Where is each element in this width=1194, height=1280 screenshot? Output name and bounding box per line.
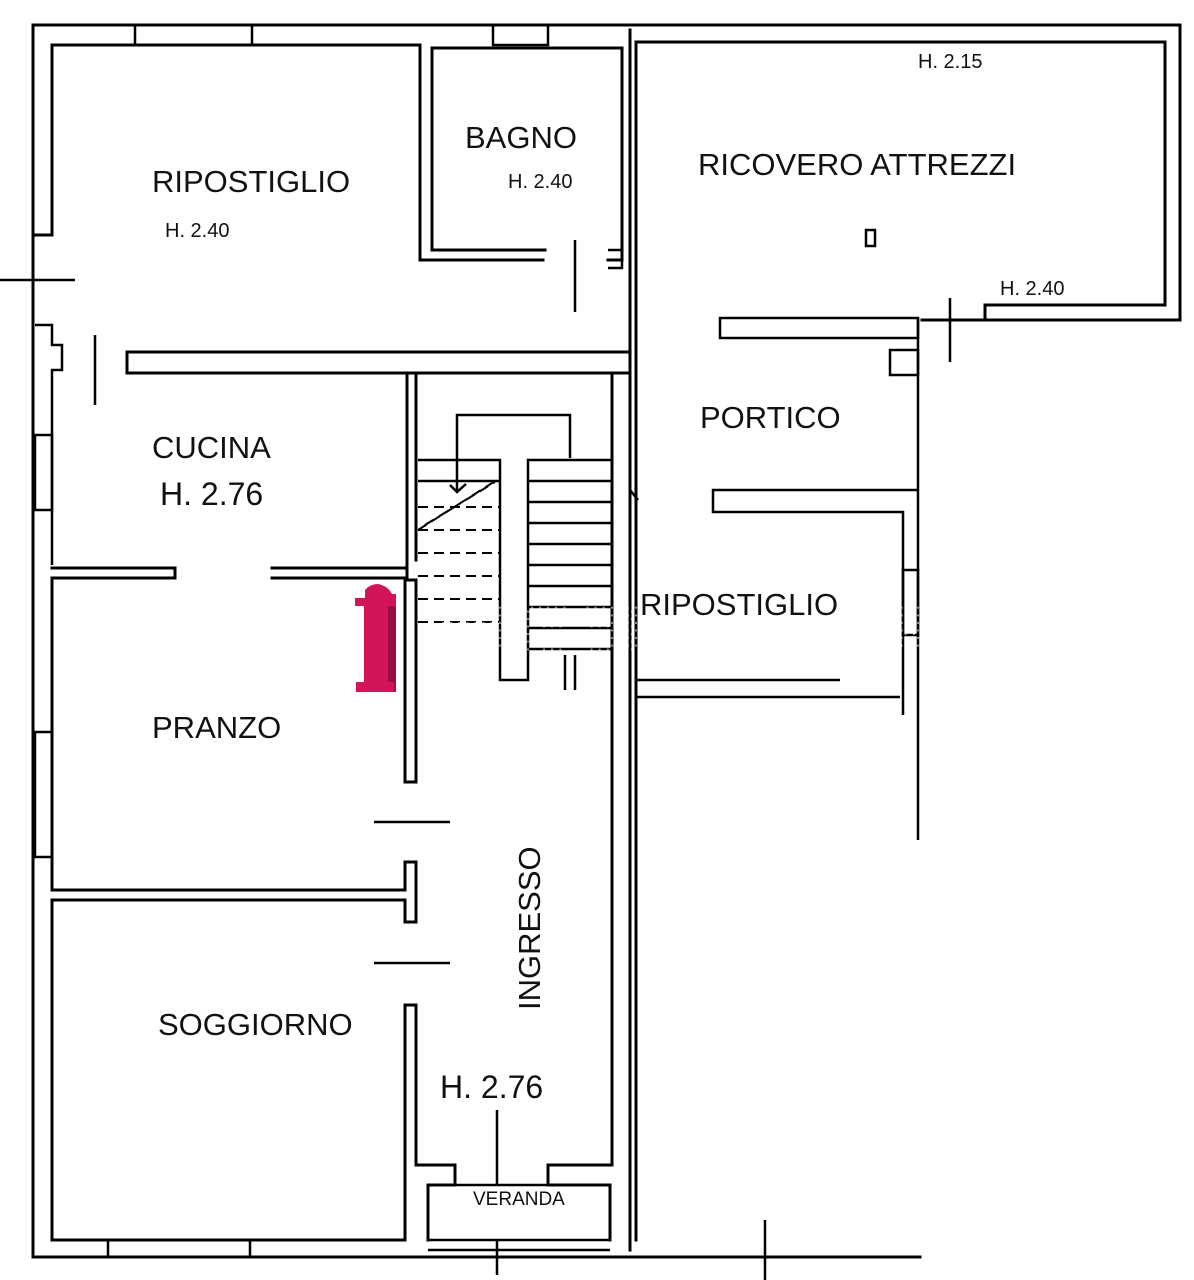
bagno-door [573, 240, 624, 312]
label-ingresso: INGRESSO [512, 846, 547, 1010]
label-ripostiglio-1-height: H. 2.40 [165, 220, 229, 242]
location-marker-icon [355, 584, 396, 692]
label-cucina: CUCINA [152, 430, 271, 465]
label-ricovero-height-top: H. 2.15 [918, 51, 982, 73]
label-ingresso-height: H. 2.76 [440, 1069, 543, 1105]
label-cucina-height: H. 2.76 [160, 476, 263, 512]
label-bagno: BAGNO [465, 120, 577, 155]
label-bagno-height: H. 2.40 [508, 171, 572, 193]
label-portico: PORTICO [700, 400, 841, 435]
top-windows [133, 23, 550, 47]
interior-walls [50, 350, 632, 1275]
left-wall-details [0, 278, 97, 1242]
right-structures [629, 228, 952, 1280]
label-ricovero: RICOVERO ATTREZZI [698, 147, 1016, 182]
label-ripostiglio-1: RIPOSTIGLIO [152, 164, 350, 199]
label-veranda: VERANDA [473, 1189, 565, 1210]
label-soggiorno: SOGGIORNO [158, 1007, 353, 1042]
label-ricovero-height-bottom: H. 2.40 [1000, 278, 1064, 300]
label-pranzo: PRANZO [152, 710, 281, 745]
label-ripostiglio-2: RIPOSTIGLIO [640, 587, 838, 622]
staircase [417, 413, 612, 690]
watermark: ░░░░ ░░░░░░░ ░░░░░░ [440, 605, 1020, 651]
